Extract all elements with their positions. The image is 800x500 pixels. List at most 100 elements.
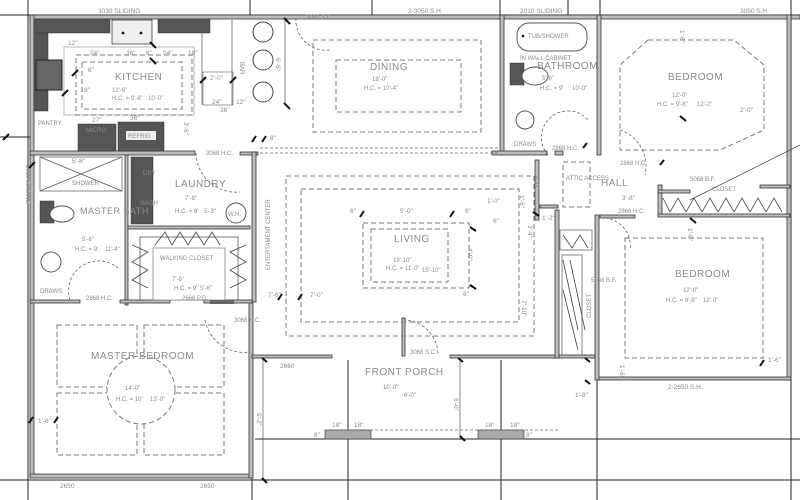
window-bath: 2010 SLIDING [520,8,562,15]
bathroom: TUB/SHOWER IN WALL CABINET BATHROOM 5'-6… [509,8,598,156]
dim-label: 24" [212,99,222,106]
dim-label: 18" [188,50,198,57]
micro-label: MICRO [86,128,106,134]
living: LIVING 19'-10" H.C. = 11'-0" 15'-10" 5'-… [260,135,540,357]
laundry-size: 7'-8" [185,196,197,202]
kitchen-ceiling: H.C. = 9'-8" [112,96,143,102]
dim-label: 3'-6" [182,122,189,136]
dim-label: 7'-6" [268,292,282,299]
room-label-kitchen: KITCHEN [115,72,162,83]
room-label-bedroom: BEDROOM [668,72,723,83]
dim-label: 6'-0" [452,398,459,412]
dim-label: 8" [526,432,533,439]
door-label: 3068 H.C. [206,151,233,157]
window-master-bath: 2010 SLIDING [24,165,30,204]
bath-size: 5'-6" [542,76,554,82]
bath-ceiling: H.C. = 9' [540,86,563,92]
dim-label: 8" [84,87,91,94]
dim-label: 6" [465,208,472,215]
dim-label: 1'-8" [575,392,589,399]
mbath-ceiling: H.C. = 9' [75,247,98,253]
dim-label: 4'-0" [533,176,540,190]
mbath-depth: 11'-4" [105,247,120,253]
window-bedroom: 3050 S.H. [740,8,769,15]
dim-label: 8" [314,432,321,439]
dim-label: 1'-6" [686,228,693,242]
door-label: 5068 B.F. [690,177,716,183]
dim-label: 18" [332,422,342,429]
closet-label: CLOSET [587,294,593,318]
room-label-hall: HALL [601,178,628,189]
draws-label: DRAWS [514,142,536,148]
walking-closet: WALKING CLOSET 7'-8" H.C. = 9' 5'-6" 266… [131,231,247,304]
dim-label: 12" [236,99,246,106]
window-dining: 2-3050 S.H. [408,8,443,15]
dining-ceiling: H.C. = 10'-4" [364,86,398,92]
door-label: 3068 H.C. [234,318,261,324]
room-label-walking-closet: WALKING CLOSET [160,256,213,262]
bedroom-1: BEDROOM 12'-0" H.C. = 9'-8" 12'-2" 3050 … [619,8,800,201]
dim-label: 2'-0" [740,107,754,114]
door-label: 3068 S.C. [410,350,437,356]
room-label-living: LIVING [394,234,430,245]
dim-label: 1'-6" [678,30,685,44]
laundry-ceiling: H.C. = 9' [175,209,198,215]
closet-label: CLOSET [712,187,736,193]
dim-label: 1'-6" [768,357,782,364]
laundry: DRY WASH W.H. LAUNDRY 7'-8" H.C. = 9' 5'… [130,151,272,270]
dim-label: 1'-6" [38,418,52,425]
door-label: 2668 P.D. [182,296,208,302]
dining: DINING 18'-0" H.C. = 10'-4" 3068 S.C. 2-… [295,8,482,133]
dim-label: 6" [493,218,500,225]
master-bedroom: MASTER BEDROOM 14'-0" H.C. = 10' 13'-0" … [38,318,261,490]
wcloset-size: 7'-8" [172,277,184,283]
dim-label: 27" [92,117,102,124]
dim-label: 3'-4" [526,225,533,239]
washer-label: WASH [140,201,158,207]
dim-label: 1'-6" [518,195,525,209]
tub-label: TUB/SHOWER [528,34,569,40]
dim-label: 6" [146,50,153,57]
bar-stools [252,21,274,103]
front-porch: FRONT PORCH 10'-0" 6'-0" 2660 18" 18" 8"… [255,360,560,480]
master-bath: SHOWER 5'-8" MASTER BATH 5'-6" H.C. = 9'… [24,156,148,302]
dim-label: 36" [220,107,230,114]
stove-icon [35,59,63,91]
living-depth: 15'-10" [422,268,441,274]
dim-label: 18" [485,422,495,429]
dim-label: 6" [350,208,357,215]
cabinet-label: IN WALL CABINET [520,56,572,62]
window-label: 2650 [200,483,215,490]
room-label-bathroom: BATHROOM [537,61,598,72]
room-label-master-bedroom: MASTER BEDROOM [91,351,194,362]
dim-label: 36" [130,115,140,122]
dim-label: 9'-2" [255,413,262,427]
door-label: 2868 H.C. [552,146,579,152]
refrig-label: REFRIG [128,134,151,140]
room-label-laundry: LAUNDRY [175,179,226,190]
dim-label: 6" [463,291,470,298]
door-label: 5068 B.F. [591,278,617,284]
window-bedroom2: 2-2650 S.H. [668,384,703,391]
dim-label: 7'-10" [520,300,527,317]
bath-depth: 10'-0" [572,86,587,92]
dim-label: 24" [90,50,100,57]
mbed-ceiling: H.C. = 10' [116,397,143,403]
dim-label: 7'-0" [310,292,324,299]
shower-label: SHOWER [72,181,100,187]
closet-shelving [562,197,783,351]
bar-label: BAR [238,62,244,75]
dim-label: 5'-0" [400,208,414,215]
bedroom-ceiling: H.C. = 9'-8" [657,102,688,108]
porch-size: 10'-0" [383,385,398,391]
bedroom-depth: 12'-2" [697,102,712,108]
laundry-depth: 5'-3" [204,209,216,215]
mbed-depth: 13'-0" [150,397,165,403]
dim-label: 2'-0" [210,75,224,82]
dim-label: 8" [270,135,277,142]
porch-depth: 6'-0" [404,393,416,399]
dim-label: 12" [68,40,78,47]
window-porch: 2660 [280,363,295,370]
mbed-size: 14'-0" [125,386,140,392]
